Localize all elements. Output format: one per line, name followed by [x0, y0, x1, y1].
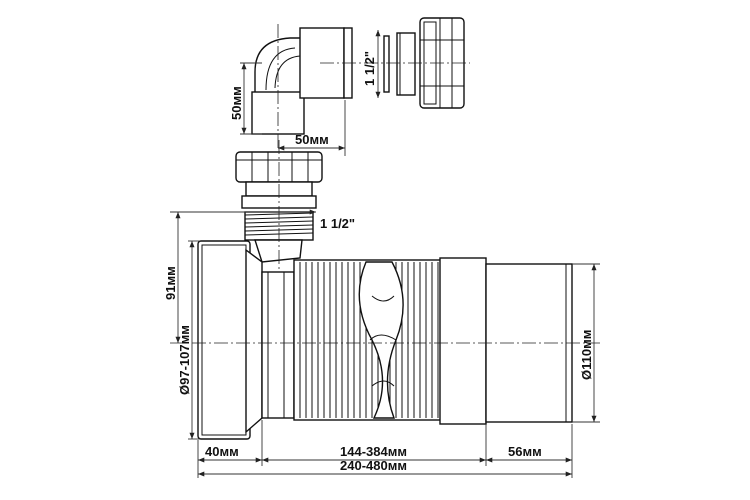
pipe-diameter-dimension — [572, 263, 600, 423]
socket-length-label: 40мм — [205, 444, 239, 459]
end-length-label: 56мм — [508, 444, 542, 459]
corrugated-length-label: 144-384мм — [340, 444, 407, 459]
elbow-thread-label: 1 1/2" — [362, 51, 377, 86]
gasket-ring — [383, 32, 416, 96]
pipe-diameter-label: Ø110мм — [579, 330, 594, 380]
pipe-coupling — [439, 257, 487, 425]
elbow-height-label: 50мм — [229, 86, 244, 120]
corrugated-section — [293, 259, 445, 421]
height-91-dimension — [170, 211, 200, 343]
socket-body — [197, 240, 263, 440]
elbow-fitting — [251, 27, 353, 135]
height-91-label: 91мм — [163, 266, 178, 300]
socket-diameter-label: Ø97-107мм — [177, 325, 192, 395]
total-length-label: 240-480мм — [340, 458, 407, 473]
elbow-height-dimension — [240, 62, 262, 135]
elbow-width-label: 50мм — [295, 132, 329, 147]
outlet-thread-label: 1 1/2" — [320, 216, 355, 231]
elbow-width-dimension — [278, 100, 346, 156]
socket-diameter-dimension — [188, 240, 200, 440]
socket-neck — [261, 271, 295, 419]
